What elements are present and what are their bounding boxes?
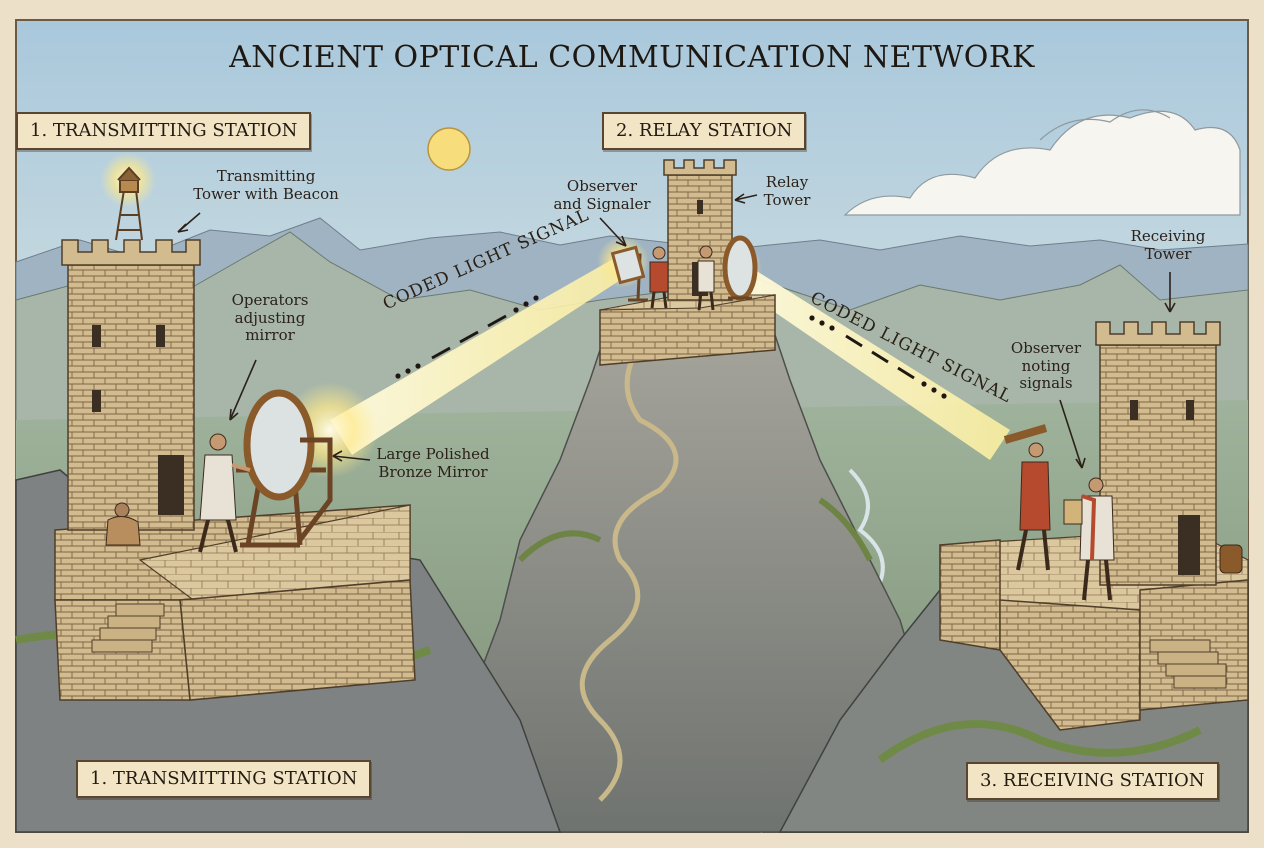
label-receiving-station: 3. RECEIVING STATION: [966, 762, 1219, 800]
clouds: [843, 109, 1241, 216]
receiving-steps: [1149, 639, 1227, 689]
operator-figure: [198, 433, 251, 553]
pointer-arrows: [177, 193, 1176, 469]
relay-figure-1: [649, 246, 669, 309]
transmitting-station: [54, 166, 416, 701]
scribe-figure: [1063, 477, 1115, 601]
beam-left: [330, 255, 628, 455]
receiving-station: [939, 321, 1249, 731]
label-relay-station: 2. RELAY STATION: [602, 112, 807, 150]
relay-figure-2: [697, 245, 715, 311]
telescope-observer: [1003, 424, 1051, 571]
callout-relay-tower: Relay Tower: [763, 173, 811, 209]
central-path: [579, 328, 679, 802]
callout-observer-signaler: Observer and Signaler: [553, 177, 651, 213]
steps: [91, 603, 165, 653]
signal-code-left: [395, 295, 539, 379]
callout-transmitting-tower: Transmitting Tower with Beacon: [193, 167, 339, 203]
label-transmitting-station-bottom: 1. TRANSMITTING STATION: [76, 760, 372, 798]
label-transmitting-station-top: 1. TRANSMITTING STATION: [16, 112, 312, 150]
beam-right: [728, 258, 1010, 460]
bronze-mirror: [236, 389, 333, 548]
sun: [427, 127, 471, 171]
relay-mirror-right: [722, 235, 758, 301]
callout-observer-noting: Observer noting signals: [1010, 339, 1082, 393]
callout-receiving-tower: Receiving Tower: [1130, 227, 1206, 263]
callout-operators: Operators adjusting mirror: [231, 291, 309, 345]
barrel: [1219, 544, 1243, 574]
diagram-title: ANCIENT OPTICAL COMMUNICATION NETWORK: [229, 40, 1035, 75]
beacon: [115, 166, 143, 241]
seated-figure: [105, 502, 141, 546]
signal-code-right: [809, 315, 947, 399]
relay-mirror-left: [610, 245, 648, 302]
transmitting-tower: [67, 264, 195, 531]
relay-station: [599, 159, 776, 366]
callout-bronze-mirror: Large Polished Bronze Mirror: [376, 445, 490, 481]
